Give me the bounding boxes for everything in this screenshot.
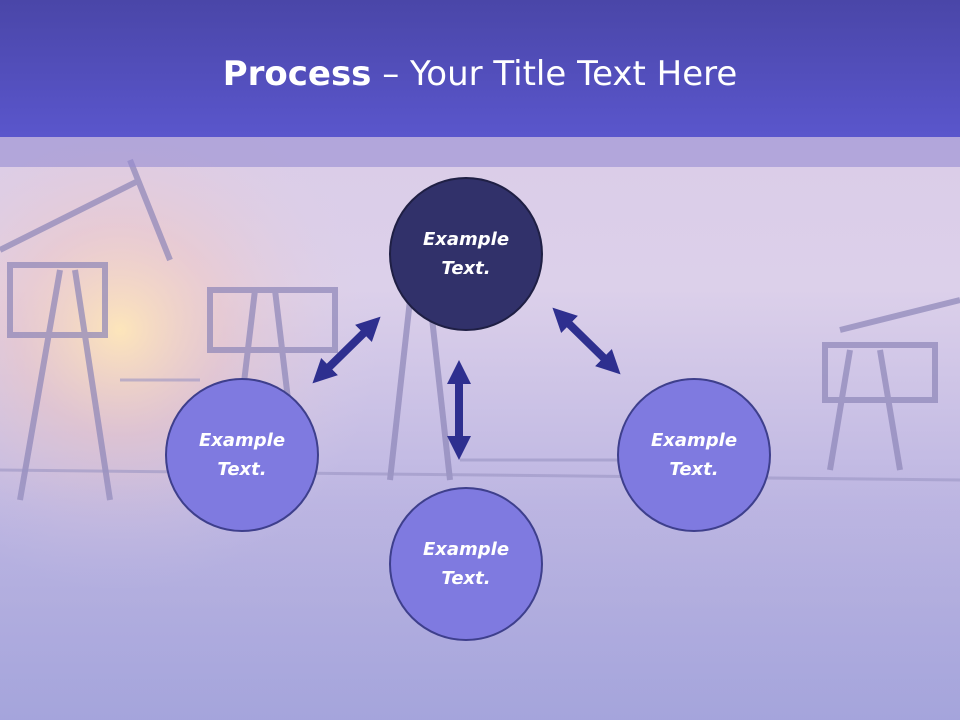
title-band — [0, 137, 960, 167]
process-node-left: Example Text. — [165, 378, 319, 532]
title-bar — [0, 0, 960, 137]
arrow-top-left — [312, 316, 381, 384]
process-node-top: Example Text. — [389, 177, 543, 331]
process-node-top-label: Example Text. — [422, 229, 510, 279]
slide-title: Process – Your Title Text Here — [0, 52, 960, 96]
process-node-right-label: Example Text. — [650, 430, 738, 480]
process-node-bottom: Example Text. — [389, 487, 543, 641]
process-node-right: Example Text. — [617, 378, 771, 532]
arrow-top-right — [552, 307, 621, 375]
process-node-bottom-label: Example Text. — [422, 539, 510, 589]
process-node-left-label: Example Text. — [198, 430, 286, 480]
title-bold: Process — [222, 54, 372, 94]
title-rest: – Your Title Text Here — [371, 54, 738, 94]
